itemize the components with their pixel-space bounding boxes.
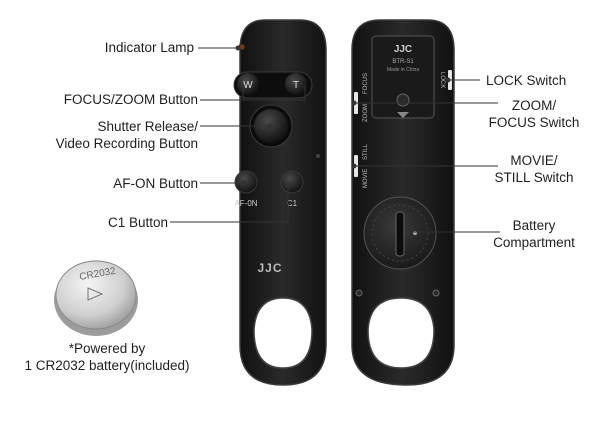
screw-icon (355, 289, 363, 297)
leader-dot (267, 123, 273, 129)
callout-movie-still-line1: MOVIE/ (510, 153, 558, 168)
back-plate-screw (396, 93, 410, 107)
leader-dot (404, 229, 410, 235)
back-brand-logo: JJC (394, 44, 412, 55)
callout-battery-line1: Battery (512, 218, 556, 233)
back-lanyard-hole (367, 297, 435, 369)
callout-shutter-line1: Shutter Release/ (97, 119, 198, 134)
callout-zoom-focus-switch: ZOOM/ FOCUS Switch (486, 97, 582, 131)
leader-dot (285, 183, 291, 189)
callout-lock-switch: LOCK Switch (486, 72, 566, 89)
warning-triangle-icon (397, 112, 409, 118)
callout-c1-text: C1 Button (107, 215, 168, 230)
callout-shutter-button: Shutter Release/ Video Recording Button (56, 118, 198, 152)
leader-dot (445, 77, 451, 83)
callout-lock-text: LOCK Switch (486, 73, 567, 88)
callout-af-on-text: AF-ON Button (113, 176, 198, 191)
callout-af-on-button: AF-ON Button (113, 175, 198, 192)
screw-icon (432, 289, 440, 297)
coin-face (55, 260, 137, 330)
leader-lines (170, 45, 500, 235)
zoom-tele-label: T (293, 80, 299, 91)
front-brand-logo: JJC (257, 261, 282, 275)
side-lock-label: LOCK (439, 72, 445, 88)
battery-cover-slot (395, 211, 405, 257)
battery-note-line2: 1 CR2032 battery(included) (24, 358, 190, 373)
callout-movie-still-switch: MOVIE/ STILL Switch (486, 152, 582, 186)
back-model-text: BTR-S1 (392, 59, 414, 65)
callout-indicator-lamp-text: Indicator Lamp (104, 40, 194, 55)
side-still-label: STILL (363, 143, 369, 160)
coin-logo-icon (87, 287, 104, 301)
callout-indicator-lamp: Indicator Lamp (105, 39, 194, 56)
af-on-label: AF-0N (234, 199, 257, 208)
side-movie-label: MOVIE (363, 169, 369, 188)
callout-battery-compartment: Battery Compartment (486, 217, 582, 251)
c1-label: C1 (287, 199, 298, 208)
battery-cover-ring (371, 204, 429, 262)
battery-note-line1: *Powered by (68, 341, 146, 356)
back-origin-text: Made in China (387, 67, 419, 73)
callout-focus-zoom-button: FOCUS/ZOOM Button (64, 91, 198, 108)
front-remote: W T AF-0N C1 JJC (233, 19, 327, 386)
battery-note: *Powered by 1 CR2032 battery(included) (12, 340, 202, 374)
leader-dot (241, 180, 247, 186)
back-remote: JJC BTR-S1 Made in China FOCUS ZOOM STIL… (351, 19, 455, 386)
side-zoom-label: ZOOM (363, 104, 369, 122)
callout-shutter-line2: Video Recording Button (55, 136, 198, 151)
leader-dot (351, 163, 357, 169)
indicator-dot (316, 154, 320, 158)
callout-c1-button: C1 Button (108, 214, 168, 231)
leader-dot (351, 100, 357, 106)
c1-button[interactable] (280, 170, 304, 194)
callout-focus-zoom-text: FOCUS/ZOOM Button (63, 92, 198, 107)
side-focus-label: FOCUS (363, 73, 369, 94)
zoom-wide-label: W (243, 80, 253, 91)
callout-battery-line2: Compartment (493, 235, 575, 250)
zoom-tele-button[interactable] (285, 73, 307, 95)
leader-dot (235, 45, 241, 51)
callout-zoom-focus-line1: ZOOM/ (511, 98, 557, 113)
callout-zoom-focus-line2: FOCUS Switch (488, 115, 580, 130)
front-lanyard-hole (253, 297, 313, 369)
callout-movie-still-line2: STILL Switch (494, 170, 574, 185)
cr2032-coin-cell: CR2032 (54, 260, 138, 336)
